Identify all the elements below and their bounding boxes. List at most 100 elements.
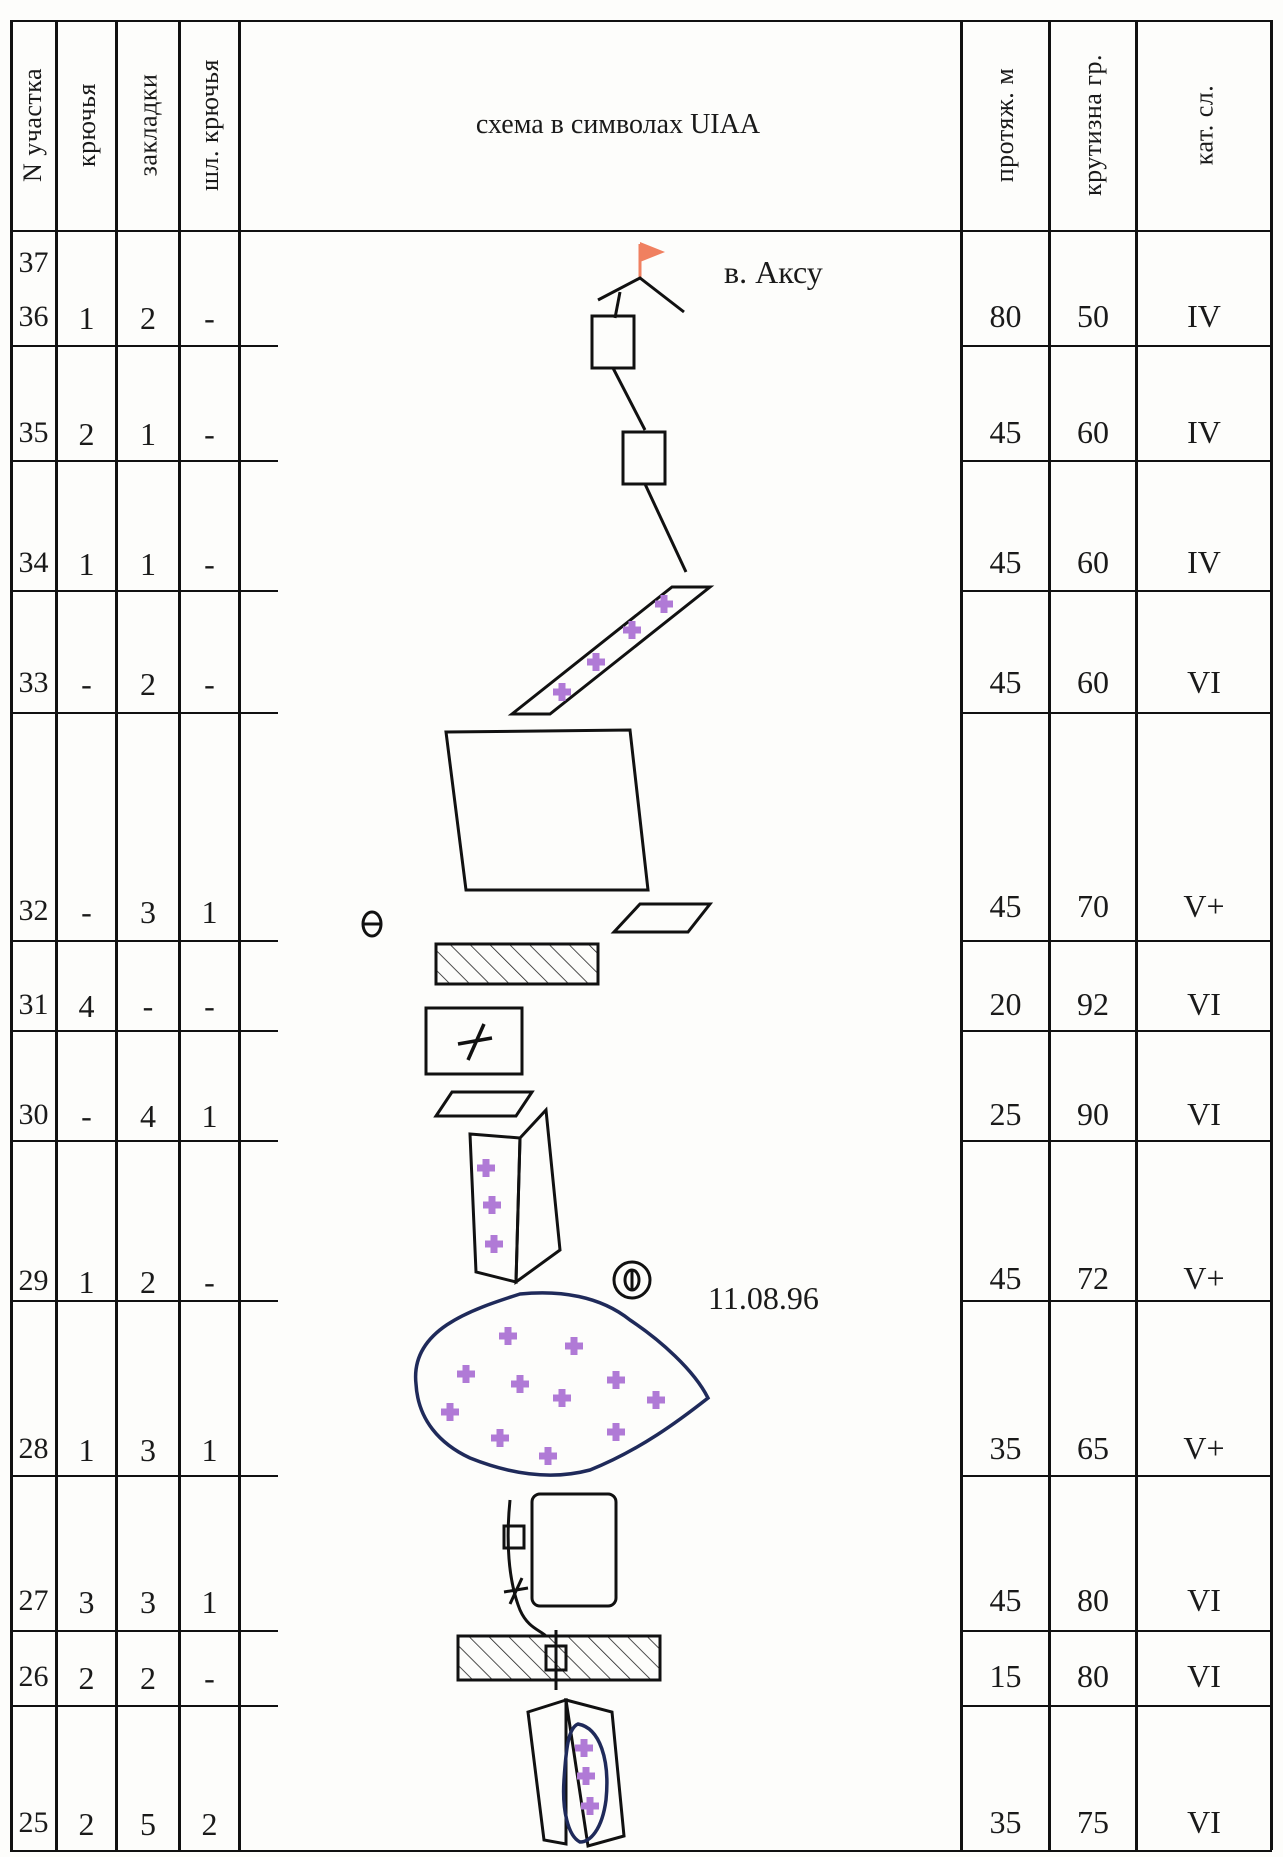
header-length-label: протяж. м: [990, 67, 1020, 183]
row-31-number: 31: [18, 988, 49, 1021]
row-25-pitons: 2: [78, 1806, 95, 1842]
row-26-pitons: 2: [78, 1660, 95, 1696]
block-27-icon: [530, 1492, 618, 1608]
row-28-category: V+: [1183, 1430, 1225, 1466]
row-29-number: 29: [18, 1264, 49, 1297]
row-35-category: IV: [1187, 414, 1221, 450]
row-33-steepness: 60: [1077, 664, 1109, 700]
row-divider: [960, 1705, 1272, 1707]
ledge-30-icon: [433, 1090, 535, 1118]
row-30-number: 30: [18, 1098, 49, 1131]
row-37-number: 37: [18, 246, 49, 279]
row-29-length: 45: [989, 1260, 1022, 1296]
row-27-steepness: 80: [1077, 1582, 1109, 1618]
row-36-pitons: 1: [78, 300, 95, 336]
row-32-bolts: 1: [201, 894, 218, 930]
row-divider: [960, 1630, 1272, 1632]
row-36-bolts: -: [204, 300, 215, 336]
row-divider: [10, 460, 278, 462]
row-28-length: 35: [989, 1430, 1022, 1466]
row-25-number: 25: [18, 1806, 49, 1839]
summit-flag-icon: [638, 242, 665, 278]
row-divider: [10, 1300, 278, 1302]
row-31-category: VI: [1187, 986, 1221, 1022]
row-31-steepness: 92: [1077, 986, 1109, 1022]
hold-icon: [647, 1391, 665, 1409]
row-33-pitons: -: [81, 666, 92, 702]
row-33-bolts: -: [204, 666, 215, 702]
row-25-steepness: 75: [1077, 1804, 1109, 1840]
table-border-left: [10, 20, 13, 1850]
hold-icon: [553, 1389, 571, 1407]
row-divider: [10, 1030, 278, 1032]
summit-ridge-icon: [597, 276, 685, 314]
row-26-number: 26: [18, 1660, 49, 1693]
row-26-chocks: 2: [140, 1660, 156, 1696]
row-27-category: VI: [1187, 1582, 1221, 1618]
row-35-bolts: -: [204, 416, 215, 452]
row-36-steepness: 50: [1077, 298, 1109, 334]
row-35-length: 45: [989, 414, 1022, 450]
col-divider: [1135, 20, 1138, 1850]
row-29-category: V+: [1183, 1260, 1225, 1296]
summit-label: в. Аксу: [724, 254, 823, 290]
overhang-31-icon: [434, 942, 600, 986]
row-27-bolts: 1: [201, 1584, 218, 1620]
table-border-bottom: [10, 1850, 1272, 1852]
row-36-length: 80: [989, 298, 1022, 334]
row-34-number: 34: [18, 546, 49, 579]
header-length: протяж. м: [963, 20, 1048, 230]
hold-icon: [499, 1327, 517, 1345]
hold-icon: [511, 1375, 529, 1393]
dihedral-25-icon: [526, 1697, 626, 1848]
header-category: кат. сл.: [1138, 20, 1270, 230]
route-line: [506, 1499, 548, 1638]
col-divider: [960, 20, 963, 1850]
row-28-pitons: 1: [78, 1432, 95, 1468]
row-34-chocks: 1: [140, 546, 156, 582]
table-border-top: [10, 20, 1272, 22]
col-divider: [178, 20, 181, 1850]
row-30-chocks: 4: [140, 1098, 156, 1134]
row-28-steepness: 65: [1077, 1430, 1109, 1466]
header-section-no: N участка: [12, 20, 55, 230]
bivouac-icon: [612, 1260, 652, 1300]
row-32-category: V+: [1183, 888, 1225, 924]
row-28-bolts: 1: [201, 1432, 218, 1468]
hold-icon: [483, 1196, 501, 1214]
row-35-chocks: 1: [140, 416, 156, 452]
row-32-length: 45: [989, 888, 1022, 924]
row-31-pitons: 4: [78, 988, 95, 1024]
hold-icon: [587, 653, 605, 671]
row-divider: [960, 460, 1272, 462]
row-26-length: 15: [989, 1658, 1022, 1694]
row-35-number: 35: [18, 416, 49, 449]
row-32-number: 32: [18, 894, 49, 927]
row-25-length: 35: [989, 1804, 1022, 1840]
row-26-bolts: -: [204, 1660, 215, 1696]
row-divider: [960, 345, 1272, 347]
route-line: [611, 367, 647, 431]
col-divider: [115, 20, 118, 1850]
row-25-bolts: 2: [201, 1806, 218, 1842]
row-27-chocks: 3: [140, 1584, 156, 1620]
row-31-bolts: -: [204, 988, 215, 1024]
row-29-bolts: -: [204, 1264, 215, 1300]
row-32-pitons: -: [81, 894, 92, 930]
header-scheme: схема в символах UIAA: [475, 109, 761, 140]
row-divider: [10, 1140, 278, 1142]
row-divider: [10, 1475, 278, 1477]
row-34-length: 45: [989, 544, 1022, 580]
hold-icon: [539, 1447, 557, 1465]
row-divider: [960, 1140, 1272, 1142]
row-31-chocks: -: [142, 988, 154, 1024]
row-35-steepness: 60: [1077, 414, 1109, 450]
col-divider: [55, 20, 58, 1850]
hold-icon: [491, 1429, 509, 1447]
dihedral-29-icon: [468, 1106, 562, 1286]
header-bolts: шл. крючья: [181, 20, 238, 230]
crack-icon: [457, 1023, 493, 1061]
hold-icon: [477, 1159, 495, 1177]
header-chocks: закладки: [118, 20, 178, 230]
